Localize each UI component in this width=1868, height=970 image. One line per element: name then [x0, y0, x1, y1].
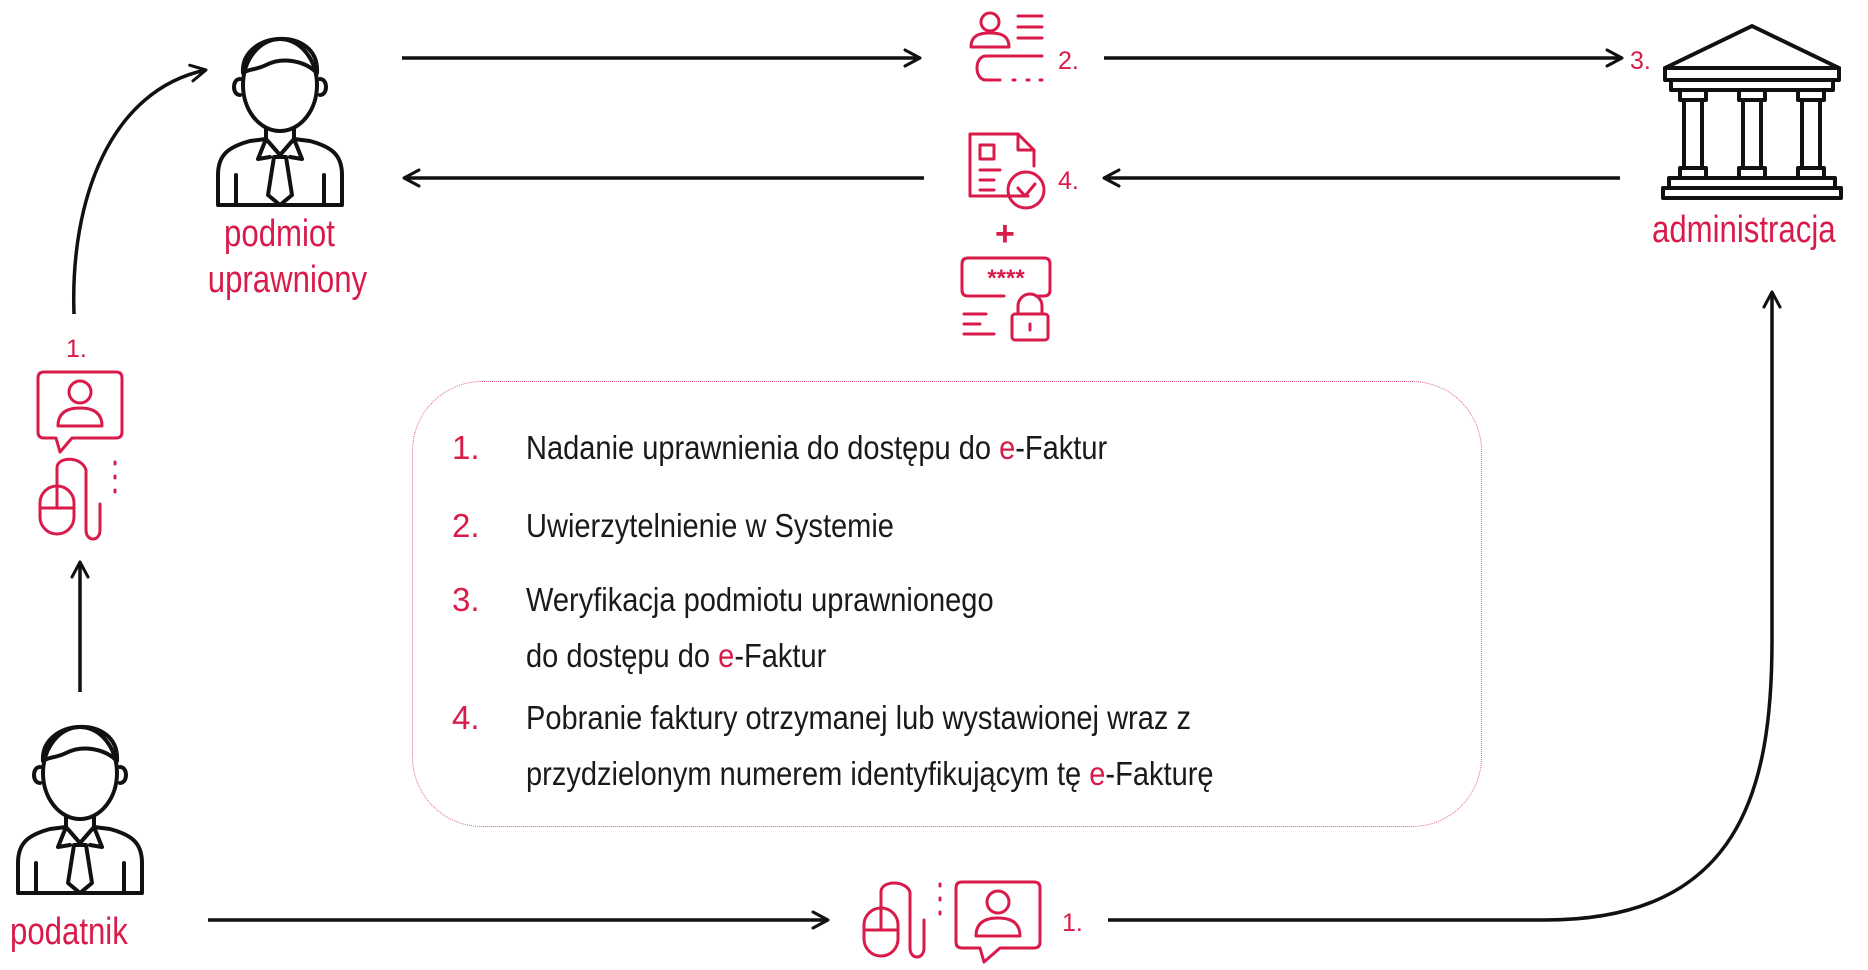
legend-accent-e: e — [999, 429, 1016, 466]
step-marker-3: 3. — [1630, 47, 1651, 75]
legend-text-part: -Faktur — [734, 637, 827, 674]
legend-text-part: Nadanie uprawnienia do dostępu do — [526, 429, 1000, 466]
auth-list-icon — [969, 11, 1044, 82]
legend-text-part: -Faktur — [1015, 429, 1108, 466]
legend-text: Uwierzytelnienie w Systemie — [526, 498, 894, 554]
legend-text-part: przydzielonym numerem identyfikującym tę — [526, 755, 1090, 792]
legend-accent-e: e — [1089, 755, 1106, 792]
legend-number: 2. — [452, 507, 480, 544]
legend-text-part: -Fakturę — [1105, 755, 1214, 792]
authorized-label: podmiot uprawniony — [207, 212, 368, 303]
legend-accent-e: e — [718, 637, 735, 674]
legend-text-part: Pobranie faktury otrzymanej lub wystawio… — [526, 699, 1191, 736]
taxpayer-label: podatnik — [10, 911, 128, 953]
password-lock-icon — [960, 256, 1052, 342]
step-marker-1-bottom: 1. — [1062, 909, 1083, 937]
document-check-icon — [968, 132, 1046, 210]
arrow-grant-to-authorized — [71, 63, 208, 315]
legend-item-1: 1. Nadanie uprawnienia do dostępu do e-F… — [452, 420, 1186, 476]
legend-text: Nadanie uprawnienia do dostępu do e-Fakt… — [526, 420, 1107, 476]
authorized-label-line2: uprawniony — [207, 258, 368, 301]
step-marker-2: 2. — [1058, 47, 1079, 75]
mouse-chat-profile-icon — [862, 880, 1042, 964]
legend-text: Pobranie faktury otrzymanej lub wystawio… — [526, 690, 1214, 802]
legend-number: 4. — [452, 699, 480, 736]
legend-item-4: 4. Pobranie faktury otrzymanej lub wysta… — [452, 690, 1307, 802]
legend-number: 1. — [452, 429, 480, 466]
legend-text: Weryfikacja podmiotu uprawnionego do dos… — [526, 572, 994, 684]
authorized-label-line1: podmiot — [224, 213, 335, 255]
legend-item-2: 2. Uwierzytelnienie w Systemie — [452, 498, 944, 554]
legend-text-part: do dostępu do — [526, 637, 719, 674]
bank-building-icon — [1661, 24, 1843, 200]
legend-text-part: Weryfikacja podmiotu uprawnionego — [526, 581, 994, 618]
legend-text-part: Uwierzytelnienie w Systemie — [526, 507, 894, 544]
legend-item-3: 3. Weryfikacja podmiotu uprawnionego do … — [452, 572, 1057, 684]
step-marker-1-left: 1. — [66, 335, 87, 363]
step-marker-4: 4. — [1058, 167, 1079, 195]
person-icon — [16, 724, 144, 895]
plus-sign: + — [995, 215, 1015, 253]
legend-number: 3. — [452, 581, 480, 618]
person-icon — [216, 36, 344, 207]
arrow-grant-to-admin — [1108, 290, 1782, 922]
password-stars: **** — [987, 265, 1025, 292]
administration-label: administracja — [1652, 209, 1836, 251]
mouse-chat-profile-icon — [36, 370, 124, 541]
legend-box — [412, 381, 1482, 827]
